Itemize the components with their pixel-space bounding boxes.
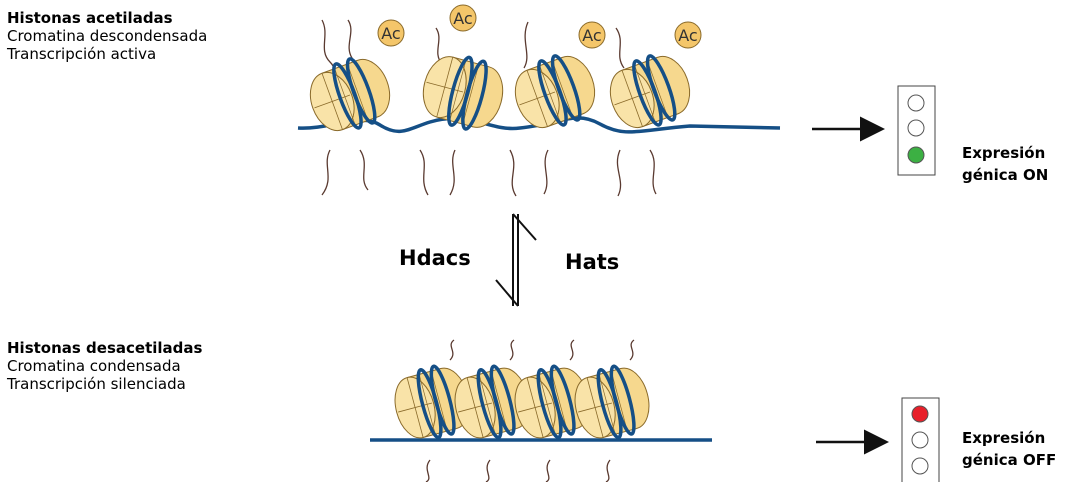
histone-tail [450,150,455,195]
acetyl-group-icon: Ac [579,22,605,48]
red-light [912,406,928,422]
histone-tail [426,460,430,482]
acetyl-group-icon: Ac [450,5,476,31]
histone-tail [510,150,516,196]
histone-tail [322,150,330,195]
light-bottom [912,458,928,474]
histone-tail [450,340,454,360]
acetyl-label: Ac [381,24,400,43]
histone-tail [360,150,368,190]
acetyl-group-icon: Ac [675,22,701,48]
histone-tail [617,150,620,196]
nucleosome-icon [601,47,698,138]
acetyl-label: Ac [678,26,697,45]
light-top [908,95,924,111]
green-light [908,147,924,163]
acetyl-label: Ac [582,26,601,45]
acetyl-label: Ac [453,9,472,28]
histone-tail [420,150,428,195]
light-middle [912,432,928,448]
nucleosome-icon [506,47,603,138]
nucleosome-icon [568,360,657,447]
histone-tail [544,150,548,194]
histone-tail [486,460,490,482]
histone-tail [510,340,514,360]
traffic-light-icon [898,86,935,175]
histone-tail [616,28,624,68]
traffic-light-icon [902,398,939,482]
histone-tail [606,460,610,482]
equilibrium-arrows-icon [496,214,536,306]
acetyl-group-icon: Ac [378,20,404,46]
histone-tail [650,150,656,194]
light-middle [908,120,924,136]
histone-tail [630,340,634,360]
histone-tail [524,22,528,68]
histone-tail [570,340,574,360]
condensed-chromatin [370,340,712,482]
histone-tail [546,460,550,482]
